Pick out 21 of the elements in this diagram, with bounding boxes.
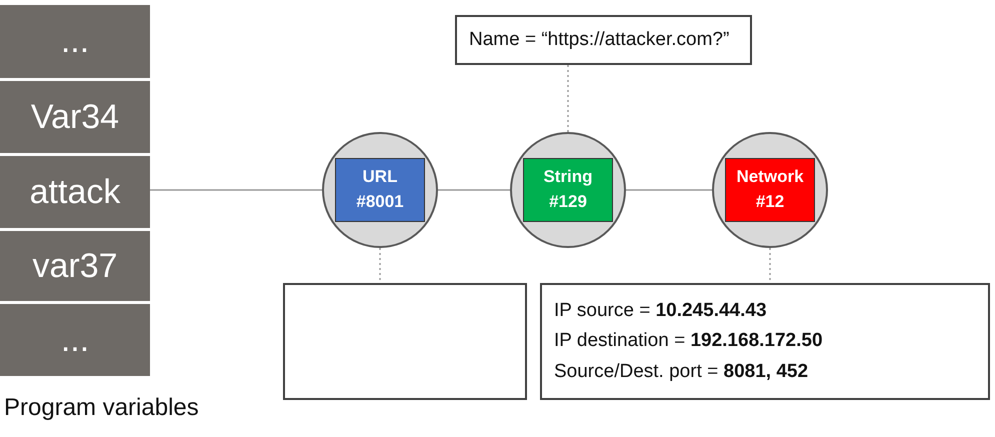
info-text: Source/Dest. port = 8081, 452 — [554, 360, 810, 384]
leader-line — [769, 248, 771, 283]
object-box: URL #8001 — [335, 158, 425, 222]
variable-cell: var37 — [0, 231, 150, 301]
object-box: Network #12 — [725, 158, 815, 222]
info-box: Name = “https://attacker.com?” — [455, 15, 752, 65]
info-text: IP destination = 192.168.172.50 — [554, 329, 824, 354]
variable-cell: Var34 — [0, 81, 150, 153]
object-box: String #129 — [523, 158, 613, 222]
info-text: IP source = 10.245.44.43 — [554, 298, 768, 323]
variable-cell: ... — [0, 304, 150, 376]
empty-text-box — [283, 283, 527, 400]
connector-line — [626, 189, 712, 191]
caption-label: Program variables — [4, 393, 199, 423]
variable-cell: ... — [0, 5, 150, 78]
info-box — [540, 283, 990, 400]
variable-cell: attack — [0, 156, 150, 228]
connector-line — [150, 189, 322, 191]
leader-line — [567, 65, 569, 132]
connector-line — [438, 189, 510, 191]
leader-line — [379, 248, 381, 283]
